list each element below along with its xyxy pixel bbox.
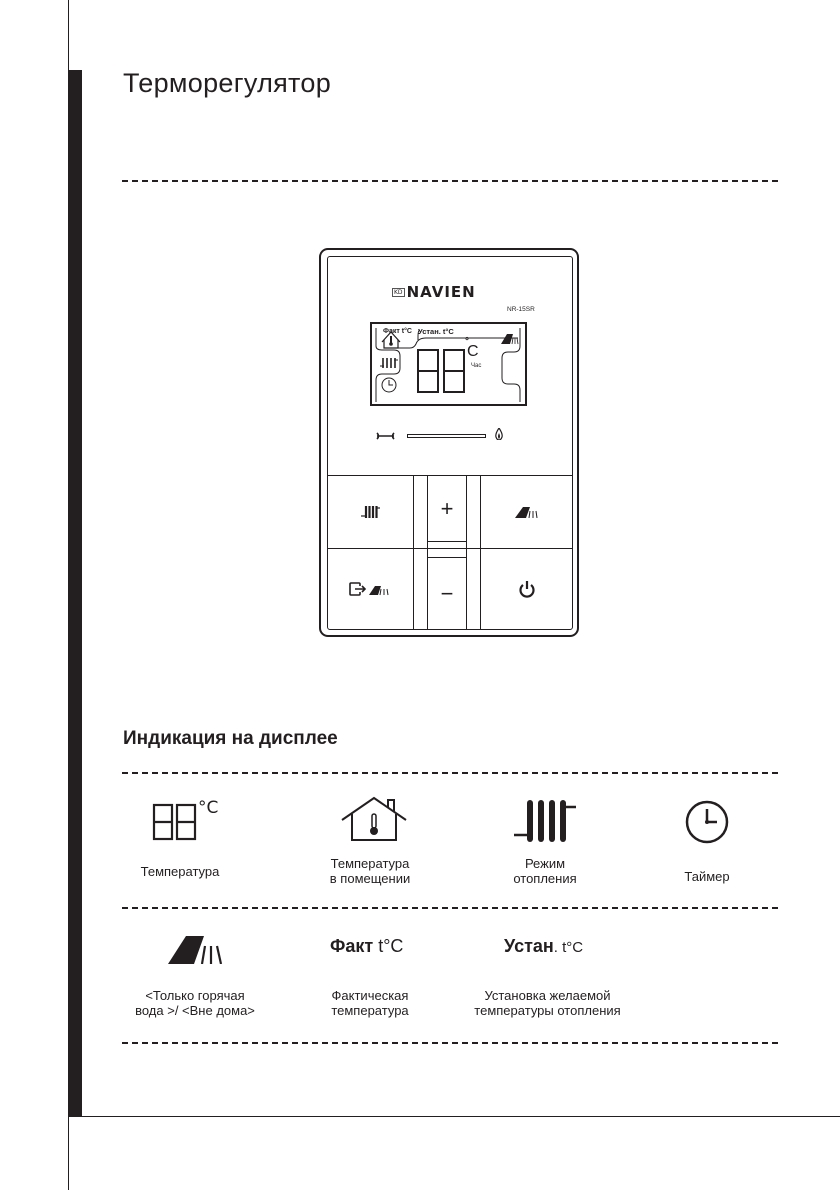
- radiator-icon: [361, 506, 380, 518]
- thermostat-faceplate: [327, 256, 573, 630]
- heating-mode-button[interactable]: [327, 476, 413, 548]
- lcd-radiator-icon: [380, 358, 398, 368]
- fakt-symbol: Факт t°C: [330, 936, 404, 956]
- page-title: Терморегулятор: [123, 68, 332, 98]
- section-title: Индикация на дисплее: [123, 728, 338, 749]
- legend-label: Таймер: [684, 869, 730, 884]
- divider: [122, 907, 778, 909]
- lcd-hour-label: Час: [471, 363, 482, 369]
- divider-top: [122, 180, 778, 182]
- keypad-mid-rule: [327, 548, 573, 549]
- lcd-unit: C: [467, 343, 479, 360]
- legend-label: Температура: [140, 864, 220, 879]
- minus-icon: −: [440, 580, 454, 606]
- minus-button[interactable]: −: [428, 558, 466, 629]
- lcd-clock-icon: [381, 377, 397, 393]
- lcd-display: [370, 322, 527, 406]
- model-number: NR-15SR: [507, 306, 535, 313]
- keypad-divider: [427, 475, 428, 630]
- thermostat-device: [319, 248, 579, 637]
- hot-water-icon: [168, 936, 223, 964]
- brand-name: NAVIEN: [406, 283, 476, 301]
- flame-icon: [495, 428, 503, 440]
- away-button[interactable]: [327, 549, 413, 629]
- plus-button[interactable]: +: [428, 476, 466, 541]
- exit-hot-water-icon: [349, 582, 389, 596]
- radiator-icon: [514, 800, 576, 842]
- keypad-divider: [413, 475, 414, 630]
- keypad-divider: [427, 541, 466, 542]
- lcd-house-icon: [381, 331, 401, 349]
- hot-water-button[interactable]: [481, 476, 573, 548]
- power-icon: [519, 581, 535, 598]
- lcd-degree: °: [465, 336, 469, 347]
- divider: [122, 772, 778, 774]
- seg-unit: °C: [198, 798, 219, 818]
- keypad-divider: [480, 475, 481, 630]
- lcd-ustan-label: Устан. t°C: [418, 327, 454, 336]
- ustan-symbol: Устан. t°C: [504, 936, 584, 956]
- lcd-digits: [417, 349, 465, 393]
- hot-water-icon: [515, 507, 538, 518]
- lcd-segments: [375, 328, 521, 402]
- lcd-fakt-label: Факт t°C: [383, 328, 412, 335]
- plus-icon: +: [440, 495, 454, 521]
- wrench-icon: [376, 432, 395, 440]
- brand-badge: KD: [392, 288, 405, 297]
- keypad-top-rule: [327, 475, 573, 476]
- section-side-bar: [68, 70, 82, 1117]
- divider-bottom: [122, 1042, 778, 1044]
- keypad-divider: [427, 557, 466, 558]
- clock-icon: [685, 800, 729, 844]
- keypad-divider: [466, 475, 467, 630]
- burner-level-bar: [407, 434, 486, 438]
- page-bottom-rule: [68, 1116, 840, 1117]
- seven-segment-temperature-icon: [152, 803, 197, 841]
- power-button[interactable]: [481, 549, 573, 629]
- lcd-hot-water-icon: [501, 334, 519, 345]
- house-thermometer-icon: [341, 796, 407, 841]
